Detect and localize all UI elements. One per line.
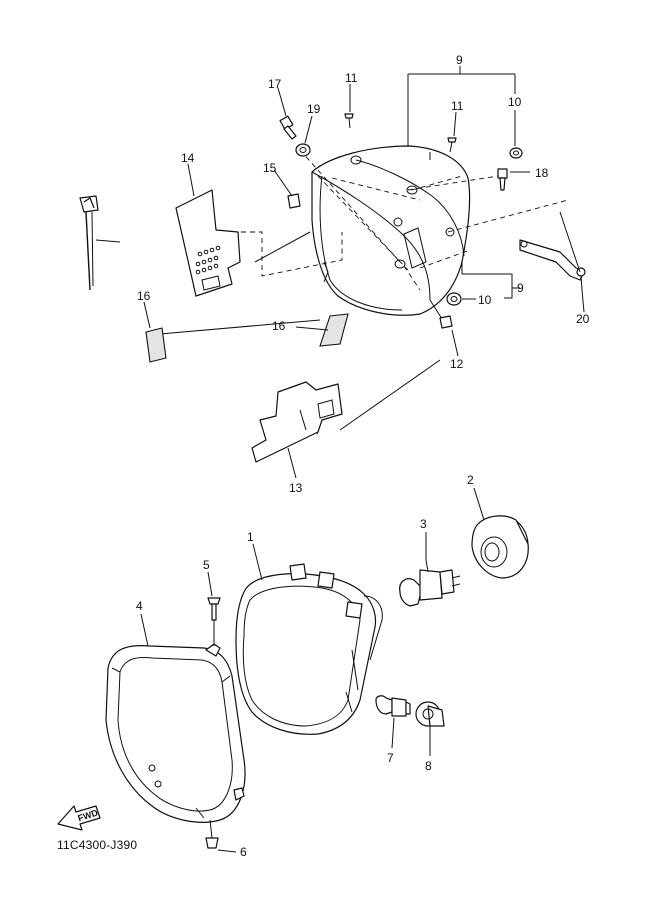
callout-6: 6: [240, 845, 247, 859]
fwd-arrow-icon: FWD: [57, 805, 101, 831]
label-16-left: [145, 327, 167, 363]
callout-19: 20: [576, 312, 590, 326]
bolt-17-right: [497, 168, 508, 191]
callout-16: 16: [137, 289, 151, 303]
cable-tie-20: [79, 195, 99, 291]
callouts: 9 10 11 11 17 19 18 14 15 9 10 16 16 20 …: [136, 53, 590, 859]
bolt-17-left: [279, 115, 297, 140]
callout-13: 13: [289, 481, 303, 495]
callout-10: 10: [478, 293, 492, 307]
callout-4: 4: [136, 599, 143, 613]
callout-11: 11: [345, 71, 358, 85]
callout-8: 8: [425, 759, 432, 773]
callout-12: 12: [450, 357, 464, 371]
callout-14: 14: [181, 151, 195, 165]
label-16-right: [319, 313, 349, 347]
leader-lines: [95, 66, 585, 853]
cover-2: [471, 515, 529, 579]
screw-5: [207, 597, 221, 646]
socket-8: [415, 701, 445, 727]
callout-17: 18: [535, 166, 549, 180]
screw-6: [205, 819, 219, 849]
label-dots: [195, 245, 221, 275]
screw-11-right: [447, 137, 457, 153]
callout-9: 9: [517, 281, 524, 295]
callout-10: 10: [508, 95, 522, 109]
label-sheet-14: [175, 189, 241, 297]
lens-unit-1: [235, 563, 383, 735]
callout-16: 16: [272, 319, 286, 333]
callout-2: 2: [467, 473, 474, 487]
callout-3: 3: [420, 517, 427, 531]
callout-15: 15: [263, 161, 277, 175]
callout-5: 5: [203, 558, 210, 572]
grommet-18: [295, 143, 311, 157]
callout-9: 9: [456, 53, 463, 67]
bracket-19: [519, 211, 586, 291]
label-15: [287, 193, 301, 209]
screw-12: [429, 299, 453, 329]
callout-17: 17: [268, 77, 282, 91]
headlight-housing: [311, 145, 471, 316]
callout-11: 11: [451, 99, 464, 113]
callout-18: 19: [307, 102, 321, 116]
bulb-7: [375, 695, 411, 717]
screw-11-left: [344, 113, 354, 129]
grommet-10-lower: [446, 292, 462, 306]
callout-1: 1: [247, 530, 254, 544]
label-sheet-13: [251, 381, 343, 463]
callout-7: 7: [387, 751, 394, 765]
diagram-code: 11C4300-J390: [57, 838, 138, 852]
bulb-3: [399, 559, 461, 607]
grommet-10-top: [509, 147, 523, 159]
assembly-lines: [159, 149, 569, 435]
rim-4: [105, 643, 246, 823]
